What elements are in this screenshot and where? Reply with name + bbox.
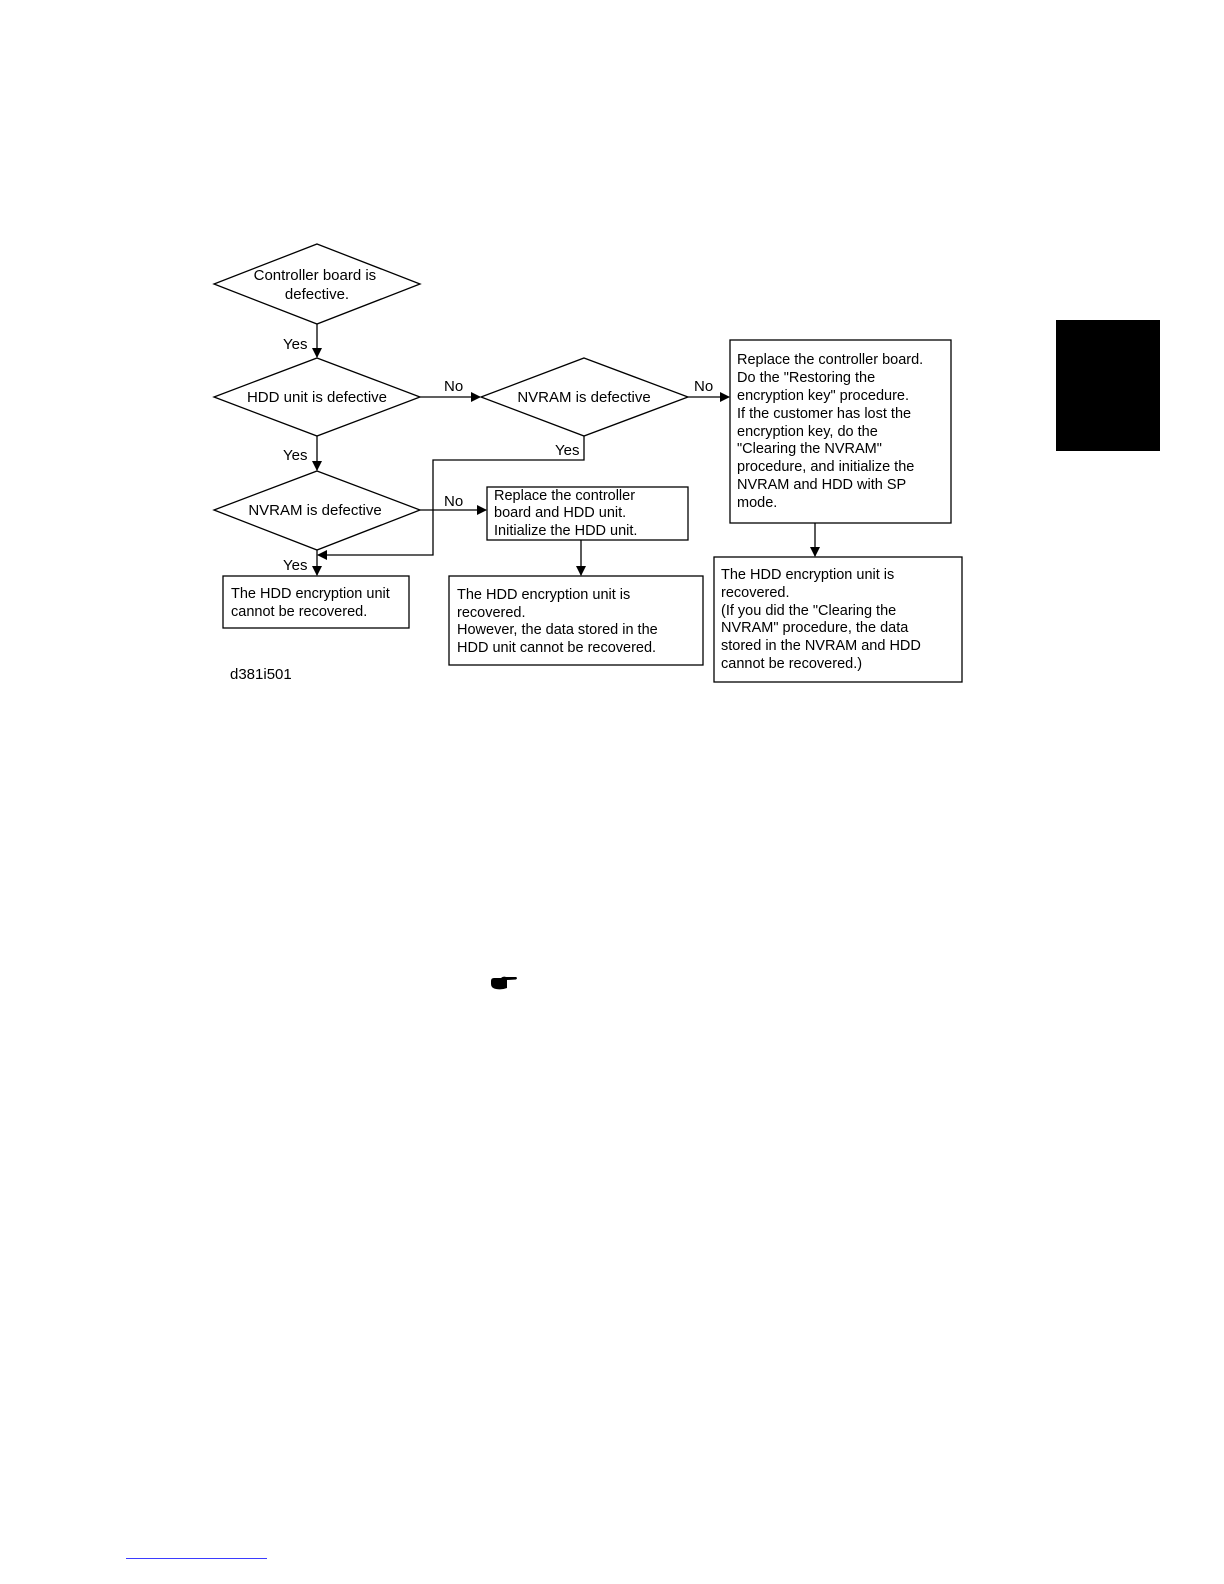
- result-not-recovered-box: [222, 575, 410, 629]
- edge-label-nvram-top-no: No: [694, 378, 713, 395]
- edge-label-hdd-yes: Yes: [283, 447, 307, 464]
- decision-controller-label: Controller board is defective.: [254, 267, 381, 303]
- footer-rule: [126, 1558, 267, 1559]
- edge-label-nvram-bottom-no: No: [444, 493, 463, 510]
- edge-label-nvram-top-yes: Yes: [555, 442, 579, 459]
- decision-nvram-bottom-label: NVRAM is defective: [248, 502, 381, 519]
- result-recovered-note-box: [713, 556, 963, 683]
- decision-nvram-top-label: NVRAM is defective: [517, 389, 650, 406]
- section-tab-marker: [1056, 320, 1160, 451]
- figure-id: d381i501: [230, 666, 292, 683]
- edge-label-controller-yes: Yes: [283, 336, 307, 353]
- pointing-hand-icon: [491, 976, 517, 990]
- edge-label-hdd-no: No: [444, 378, 463, 395]
- result-recovered-data-lost-box: [448, 575, 704, 666]
- result-recovered-data-lost-text: The HDD encryption unit is recovered. Ho…: [457, 587, 662, 656]
- action-replace-board-text: Replace the controller board. Do the "Re…: [737, 352, 927, 511]
- edge-nvram-top-yes: [317, 436, 585, 560]
- decision-hdd-label: HDD unit is defective: [247, 389, 387, 406]
- action-replace-board-box: [729, 339, 952, 524]
- edge-label-nvram-bottom-yes: Yes: [283, 557, 307, 574]
- result-not-recovered-text: The HDD encryption unit cannot be recove…: [231, 586, 394, 620]
- action-replace-board-hdd-box: [486, 486, 689, 541]
- decision-controller-shape: [212, 243, 422, 325]
- result-recovered-note-text: The HDD encryption unit is recovered. (I…: [721, 567, 925, 672]
- action-replace-board-hdd-text: Replace the controller board and HDD uni…: [494, 488, 639, 539]
